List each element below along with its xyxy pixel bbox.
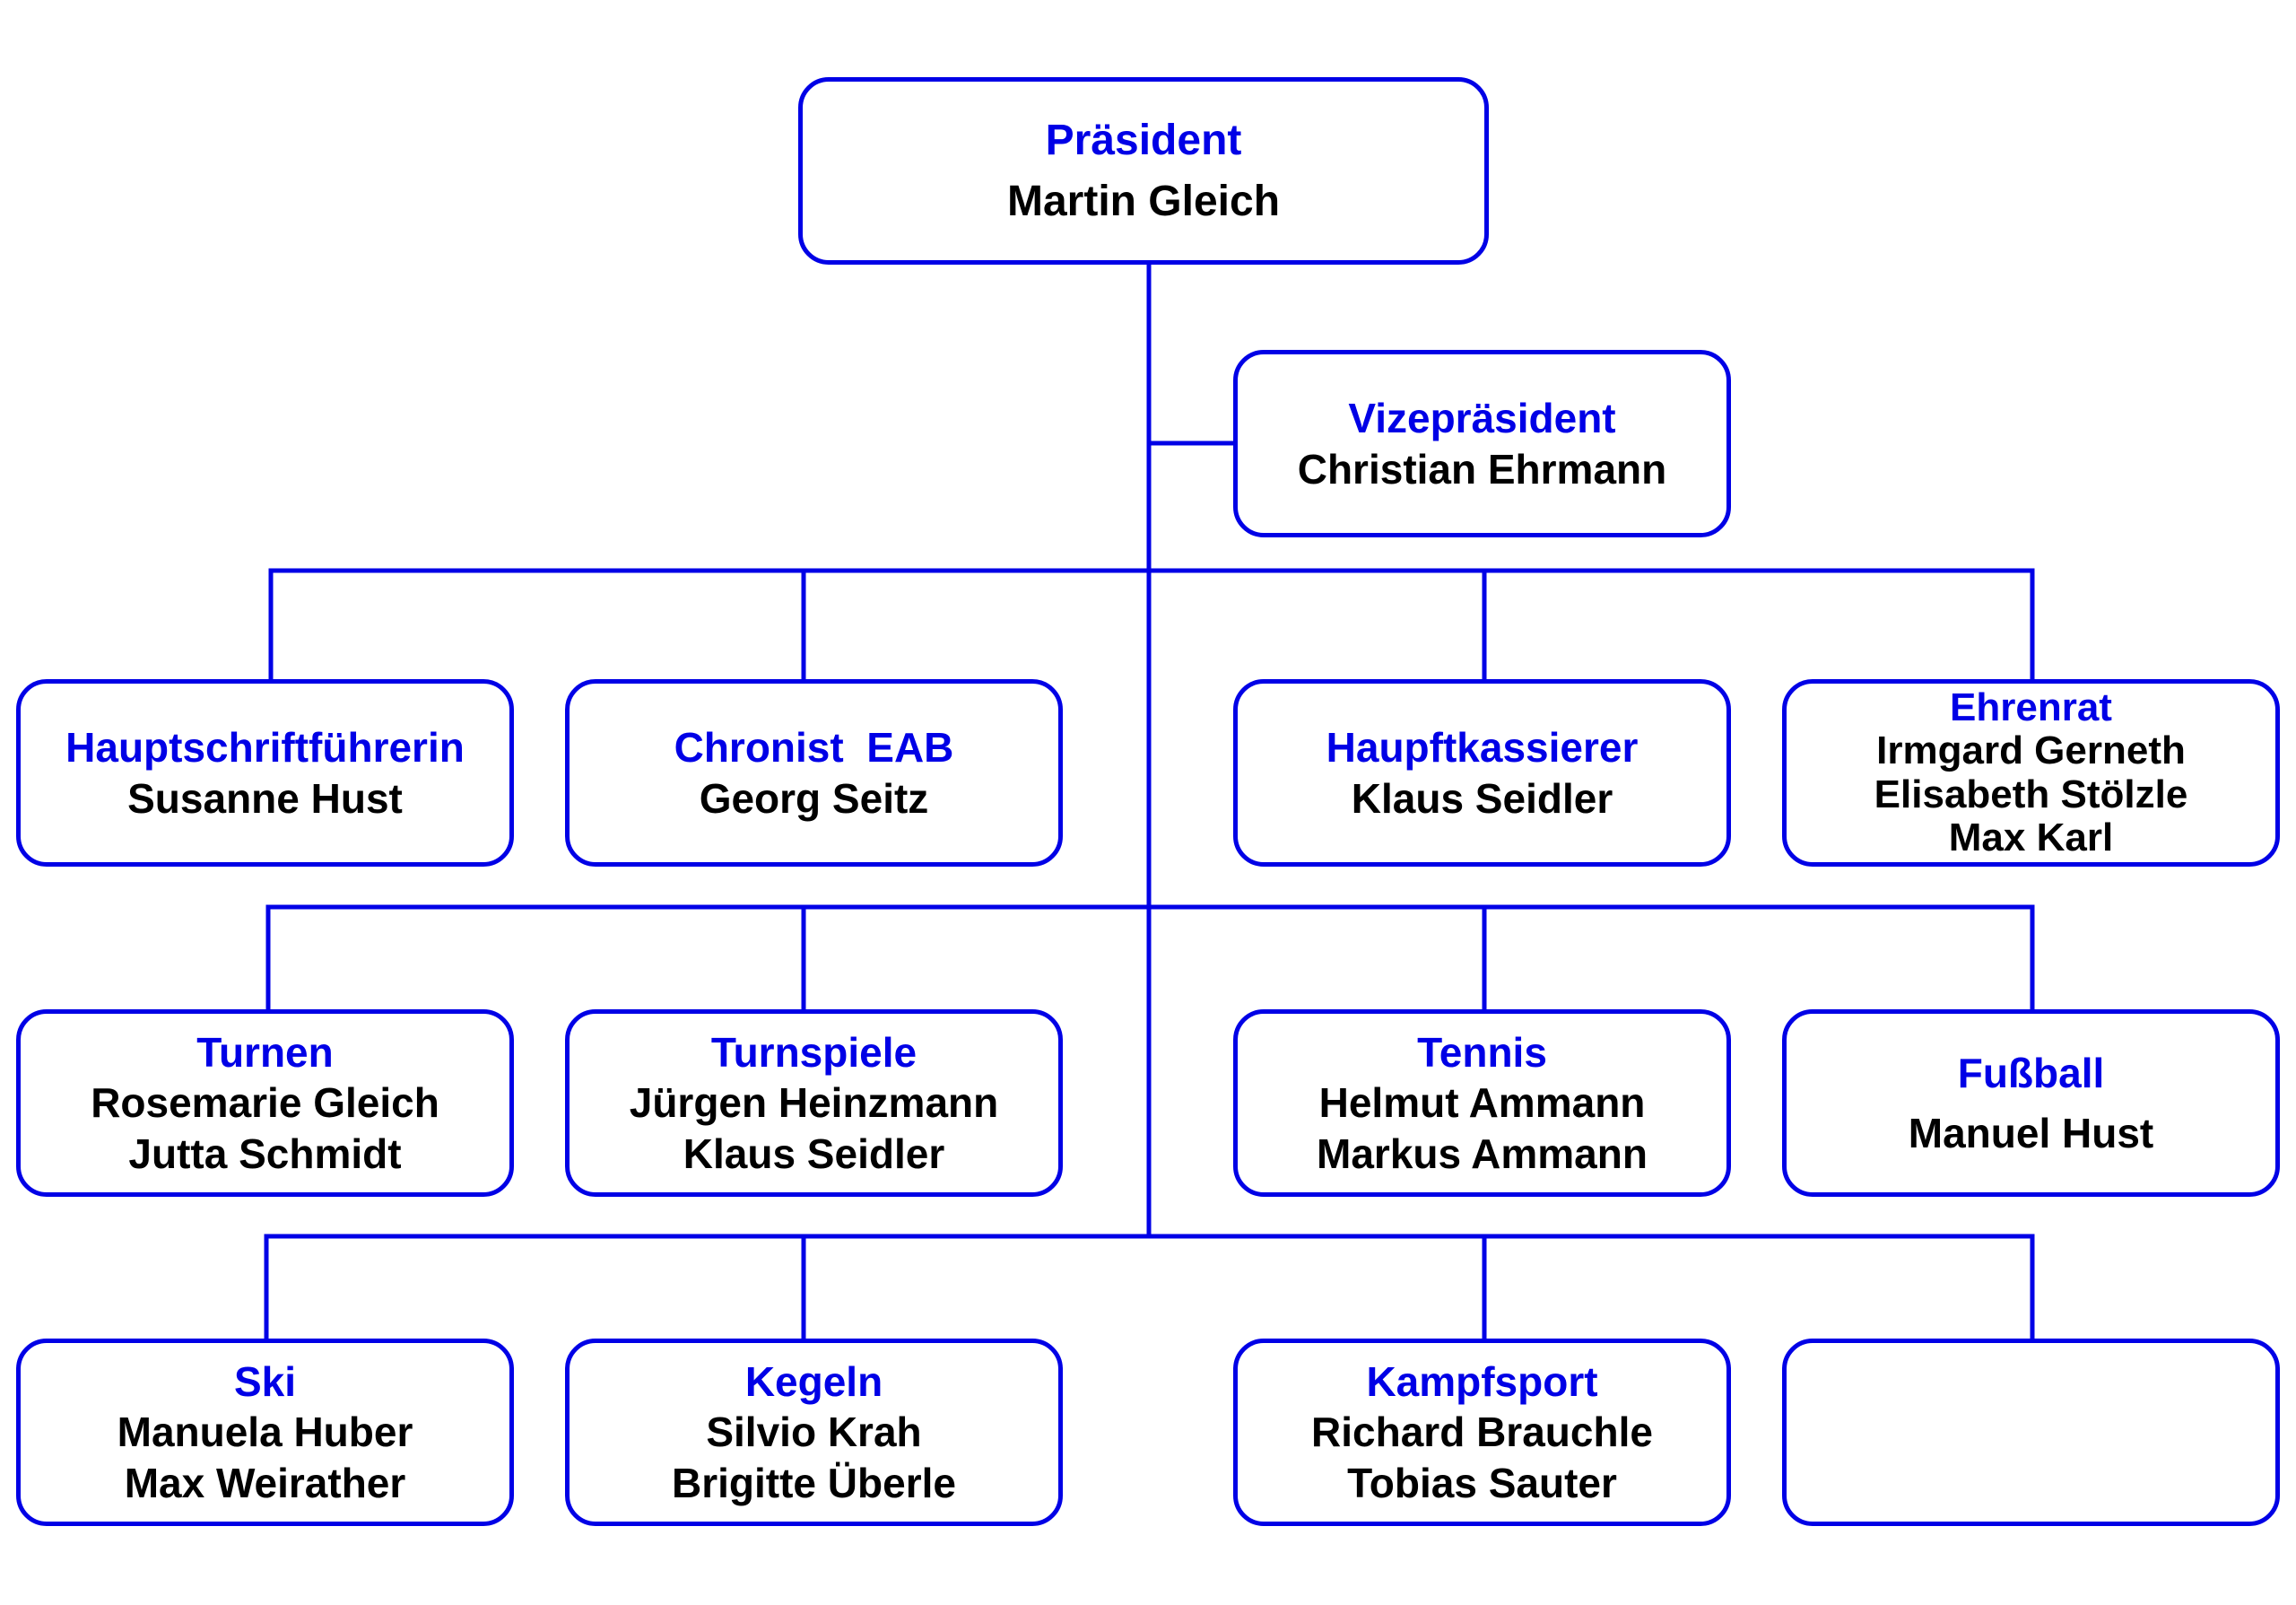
person-name: Rosemarie Gleich xyxy=(91,1079,439,1127)
person-name: Markus Ammann xyxy=(1317,1130,1648,1177)
person-name: Georg Seitz xyxy=(699,774,929,822)
treasurer-box: Haupftkassierer Klaus Seidler xyxy=(1233,679,1731,867)
role-title: Präsident xyxy=(1045,117,1242,165)
role-title: Kegeln xyxy=(744,1358,883,1406)
person-name: Klaus Seidler xyxy=(683,1130,945,1177)
role-title: Turnspiele xyxy=(710,1029,918,1077)
role-title: Ehrenrat xyxy=(1950,685,2112,729)
role-title: Kampfsport xyxy=(1366,1358,1598,1406)
vice-president-box: Vizepräsident Christian Ehrmann xyxy=(1233,350,1731,537)
kampfsport-box: Kampfsport Richard Brauchle Tobias Saute… xyxy=(1233,1339,1731,1526)
role-title: Hauptschriftführerin xyxy=(65,724,465,772)
fussball-box: Fußball Manuel Hust xyxy=(1782,1009,2280,1197)
role-title: Turnen xyxy=(196,1029,334,1077)
role-title: Haupftkassierer xyxy=(1326,724,1639,772)
honorary-council-box: Ehrenrat Irmgard Gerneth Elisabeth Stölz… xyxy=(1782,679,2280,867)
person-name: Helmut Ammann xyxy=(1318,1079,1646,1127)
role-title: Chronist EAB xyxy=(674,724,954,772)
person-name: Manuela Huber xyxy=(117,1409,413,1456)
person-name: Max Weirather xyxy=(124,1459,406,1506)
person-name: Tobias Sauter xyxy=(1347,1459,1617,1506)
person-name: Brigitte Überle xyxy=(672,1459,956,1506)
person-name: Christian Ehrmann xyxy=(1297,445,1667,493)
role-title: Tennis xyxy=(1417,1029,1547,1077)
person-name: Max Karl xyxy=(1948,815,2114,859)
person-name: Irmgard Gerneth xyxy=(1876,728,2186,773)
role-title: Fußball xyxy=(1957,1050,2105,1097)
person-name: Silvio Krah xyxy=(706,1409,922,1456)
person-name: Klaus Seidler xyxy=(1351,774,1613,822)
secretary-box: Hauptschriftführerin Susanne Hust xyxy=(16,679,514,867)
tennis-box: Tennis Helmut Ammann Markus Ammann xyxy=(1233,1009,1731,1197)
turnspiele-box: Turnspiele Jürgen Heinzmann Klaus Seidle… xyxy=(565,1009,1063,1197)
role-title: Ski xyxy=(233,1358,297,1406)
person-name: Richard Brauchle xyxy=(1311,1409,1653,1456)
person-name: Jutta Schmidt xyxy=(128,1130,402,1177)
empty-box xyxy=(1782,1339,2280,1526)
person-name: Elisabeth Stölzle xyxy=(1874,772,2188,816)
person-name: Jürgen Heinzmann xyxy=(629,1079,999,1127)
president-box: Präsident Martin Gleich xyxy=(798,77,1489,265)
role-title: Vizepräsident xyxy=(1348,395,1616,442)
person-name: Martin Gleich xyxy=(1006,177,1281,225)
person-name: Manuel Hust xyxy=(1908,1109,2154,1156)
kegeln-box: Kegeln Silvio Krah Brigitte Überle xyxy=(565,1339,1063,1526)
ski-box: Ski Manuela Huber Max Weirather xyxy=(16,1339,514,1526)
person-name: Susanne Hust xyxy=(127,774,403,822)
turnen-box: Turnen Rosemarie Gleich Jutta Schmidt xyxy=(16,1009,514,1197)
chronicler-box: Chronist EAB Georg Seitz xyxy=(565,679,1063,867)
